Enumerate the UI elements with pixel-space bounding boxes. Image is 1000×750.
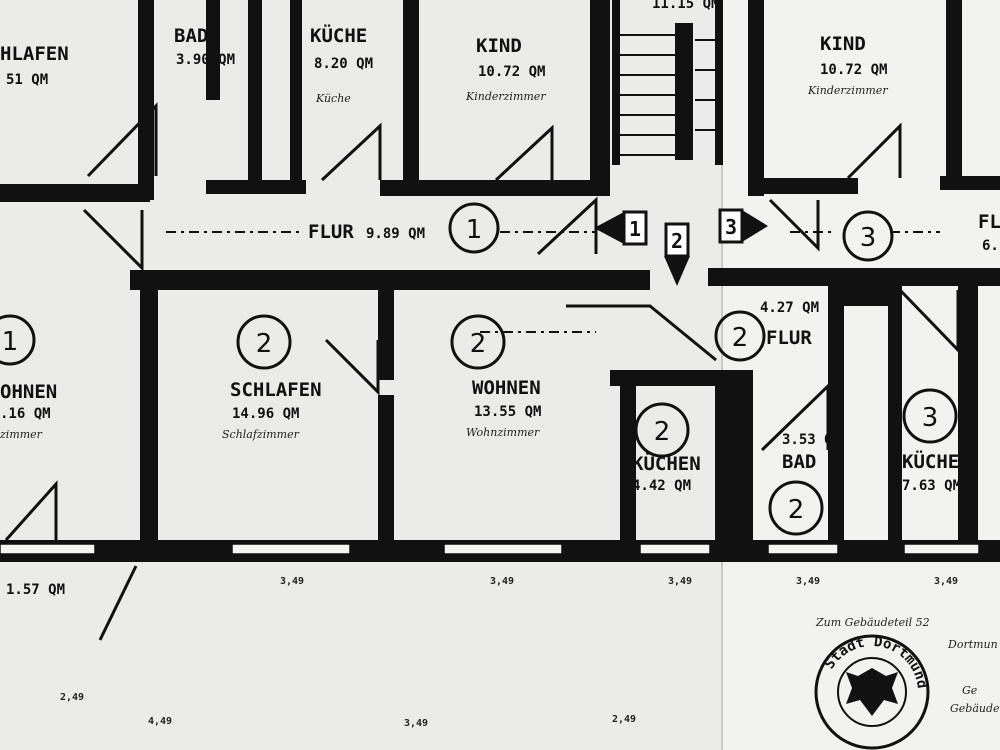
room-name-bad-top: BAD — [174, 25, 208, 47]
room-note-wohnen-2: Wohnzimmer — [466, 426, 540, 439]
room-labels: HLAFEN 51 QM BAD 3.90 QM KÜCHE 8.20 QM K… — [0, 0, 1000, 598]
room-area-flur-2: 4.27 QM — [760, 300, 819, 316]
unit-marker-2d: 2 — [654, 417, 671, 447]
dimension-marks: 3,49 3,49 3,49 3,49 3,49 2,49 4,49 3,49 … — [60, 576, 958, 729]
room-name-kueche-top: KÜCHE — [310, 23, 367, 47]
windows — [0, 543, 980, 555]
circulation-lines — [166, 231, 940, 333]
unit-marker-2c: 2 — [732, 323, 749, 353]
room-note-kueche-top: Küche — [315, 92, 351, 105]
room-name-flur-2: FLUR — [766, 327, 812, 349]
door-swings — [4, 102, 960, 641]
dimension-3: 3,49 — [668, 576, 692, 587]
room-name-schlafen-2: SCHLAFEN — [230, 379, 322, 401]
room-area-stair: 11.15 QM — [652, 0, 719, 12]
dimension-9: 2,49 — [612, 714, 636, 725]
room-area-schlafen-2: 14.96 QM — [232, 406, 299, 422]
room-area-bad-top: 3.90 QM — [176, 52, 235, 68]
room-area-flur-1: 9.89 QM — [366, 226, 425, 242]
unit-marker-2e: 2 — [788, 495, 805, 525]
room-note-schlafen-2: Schlafzimmer — [222, 428, 300, 441]
room-name-schlafen-top: HLAFEN — [0, 43, 69, 65]
room-note-kind-top: Kinderzimmer — [465, 90, 546, 103]
stair-treads — [620, 23, 715, 160]
unit-marker-2b: 2 — [470, 329, 487, 359]
room-area-balkon: 1.57 QM — [6, 582, 65, 598]
room-name-flur-1: FLUR — [308, 221, 354, 243]
dimension-7: 4,49 — [148, 716, 172, 727]
room-name-kueche-3: KÜCHE — [902, 449, 959, 473]
unit-marker-labels: 1 3 1 2 2 2 2 3 2 — [2, 215, 939, 525]
entry-marker-3: 3 — [718, 208, 768, 244]
walls — [0, 0, 1000, 562]
room-name-wohnen-1: OHNEN — [0, 381, 57, 403]
room-area-bad-2: 3.53 QM — [782, 432, 841, 448]
bottom-note: Zum Gebäudeteil 52 — [815, 616, 930, 629]
room-area-kuechen-2: 4.42 QM — [632, 478, 691, 494]
unit-markers — [0, 202, 958, 536]
unit-marker-2a: 2 — [256, 329, 273, 359]
entry-marker-2: 2 — [664, 222, 690, 286]
room-area-kueche-3: 7.63 QM — [902, 478, 961, 494]
room-name-flur-3: FL — [978, 211, 1000, 233]
room-name-bad-2: BAD — [782, 451, 816, 473]
side-note-1: Ge — [962, 684, 978, 697]
room-note-wohnen-1: zimmer — [0, 428, 43, 441]
room-area-wohnen-1: .16 QM — [0, 406, 51, 422]
unit-marker-1b: 1 — [2, 327, 19, 357]
room-area-wohnen-2: 13.55 QM — [474, 404, 541, 420]
room-area-flur-3: 6. — [982, 238, 999, 254]
dimension-5: 3,49 — [934, 576, 958, 587]
room-area-kind-top: 10.72 QM — [478, 64, 545, 80]
room-name-kind-top-right: KIND — [820, 33, 866, 55]
unit-marker-1a: 1 — [466, 215, 483, 245]
entry-marker-3-label: 3 — [725, 215, 737, 239]
room-name-kuechen-2: KÜCHEN — [632, 451, 701, 475]
entry-marker-2-label: 2 — [671, 229, 683, 253]
dimension-8: 3,49 — [404, 718, 428, 729]
unit-marker-3a: 3 — [860, 223, 877, 253]
dimension-6: 2,49 — [60, 692, 84, 703]
entry-marker-1-label: 1 — [629, 217, 641, 241]
unit-marker-3b: 3 — [922, 403, 939, 433]
room-area-kind-top-right: 10.72 QM — [820, 62, 887, 78]
dimension-4: 3,49 — [796, 576, 820, 587]
dimension-1: 3,49 — [280, 576, 304, 587]
room-name-wohnen-2: WOHNEN — [472, 377, 541, 399]
room-area-kueche-top: 8.20 QM — [314, 56, 373, 72]
room-area-schlafen-top: 51 QM — [6, 72, 48, 88]
eagle-emblem-icon — [846, 668, 898, 716]
room-note-kind-top-right: Kinderzimmer — [807, 84, 888, 97]
dimension-2: 3,49 — [490, 576, 514, 587]
entry-marker-1: 1 — [594, 210, 648, 246]
bottom-note-right: Dortmun — [947, 638, 998, 651]
room-name-kind-top: KIND — [476, 35, 522, 57]
side-note-2: Gebäude — [950, 702, 1000, 715]
